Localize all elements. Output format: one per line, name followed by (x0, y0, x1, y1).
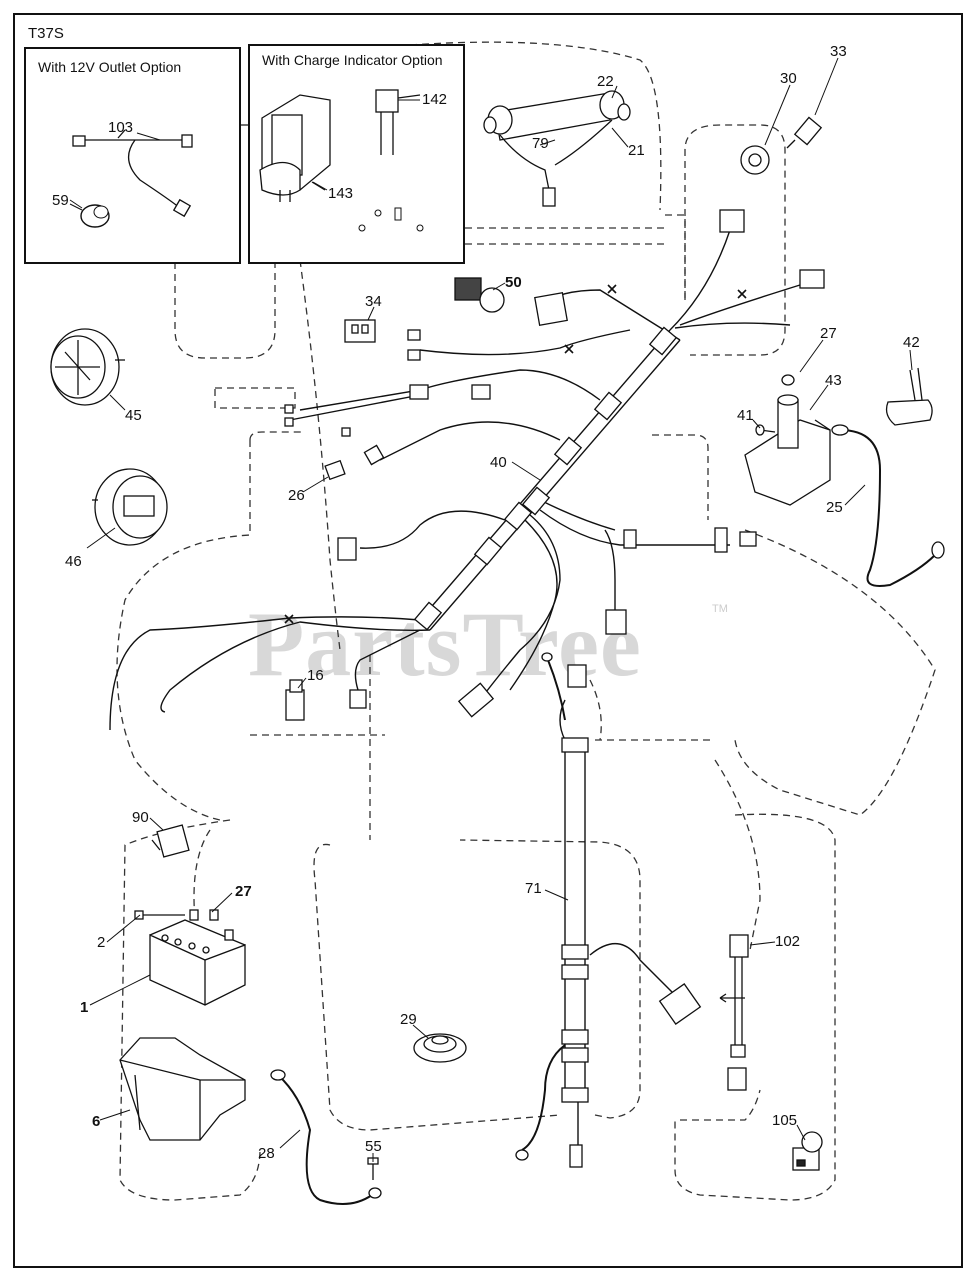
charge-indicator-143 (259, 94, 331, 202)
label-42: 42 (903, 334, 920, 351)
label-21: 21 (628, 142, 645, 159)
charge-fasteners (358, 207, 424, 232)
boot-42 (885, 367, 933, 426)
label-105: 105 (772, 1112, 797, 1129)
label-33: 33 (830, 43, 847, 60)
solenoid-105 (792, 1131, 823, 1171)
label-102: 102 (775, 933, 800, 950)
label-59: 59 (52, 192, 69, 209)
cable-28 (270, 1069, 382, 1205)
solenoid-43 (744, 374, 831, 506)
main-harness-40 (109, 229, 811, 731)
hour-meter-46 (92, 468, 168, 546)
watermark-tm: TM (712, 603, 728, 615)
battery-tray-6 (119, 1037, 246, 1141)
outlet-59 (69, 203, 110, 228)
cable-25 (831, 424, 945, 587)
harness-71 (521, 659, 681, 1151)
label-71: 71 (525, 880, 542, 897)
label-27a: 27 (820, 325, 837, 342)
label-26: 26 (288, 487, 305, 504)
label-22: 22 (597, 73, 614, 90)
label-25: 25 (826, 499, 843, 516)
relay-34 (344, 319, 376, 343)
label-103: 103 (108, 119, 133, 136)
switch-102 (719, 934, 749, 1091)
label-79: 79 (532, 135, 549, 152)
label-30: 30 (780, 70, 797, 87)
label-143: 143 (328, 185, 353, 202)
switch-16 (285, 679, 305, 721)
label-90: 90 (132, 809, 149, 826)
wire-cut-marks (284, 284, 747, 624)
ammeter-45 (50, 328, 125, 406)
ignition-switch-30 (740, 145, 770, 175)
bolt-2 (134, 909, 219, 921)
label-43: 43 (825, 372, 842, 389)
label-50: 50 (505, 274, 522, 291)
outlet-harness-103 (72, 129, 193, 218)
connector-142 (375, 89, 421, 155)
label-1: 1 (80, 999, 88, 1016)
fuse-26 (324, 459, 346, 481)
label-16: 16 (307, 667, 324, 684)
inset-12v-title: With 12V Outlet Option (38, 59, 181, 75)
label-45: 45 (125, 407, 142, 424)
chassis-outlines (116, 41, 936, 1201)
label-41: 41 (737, 407, 754, 424)
headlights-22 (483, 90, 631, 207)
label-142: 142 (422, 91, 447, 108)
label-40: 40 (490, 454, 507, 471)
relay-90 (151, 824, 190, 858)
battery-1 (149, 919, 246, 1006)
harness-connectors (284, 209, 825, 718)
label-46: 46 (65, 553, 82, 570)
switch-50 (454, 277, 568, 326)
label-27b: 27 (235, 883, 252, 900)
harness-71-connectors (515, 652, 702, 1168)
label-55: 55 (365, 1138, 382, 1155)
inset-charge-title: With Charge Indicator Option (262, 52, 443, 68)
label-28: 28 (258, 1145, 275, 1162)
leader-lines (69, 57, 913, 1162)
diagram-id: T37S (28, 25, 64, 42)
label-29: 29 (400, 1011, 417, 1028)
inset-12v-box (24, 47, 241, 264)
label-6: 6 (92, 1113, 100, 1130)
label-2: 2 (97, 934, 105, 951)
key-33 (786, 116, 823, 149)
label-34: 34 (365, 293, 382, 310)
mount-29 (413, 1033, 467, 1063)
